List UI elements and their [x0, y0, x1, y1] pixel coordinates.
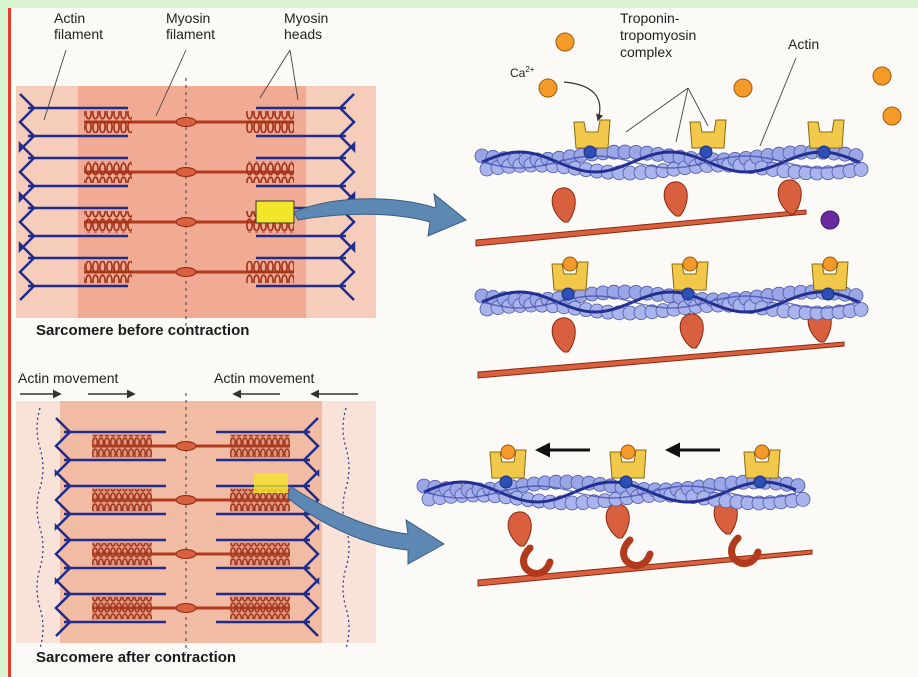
panel-calcium-bound — [475, 257, 868, 378]
panel-power-stroke-myosin-neck — [524, 548, 550, 573]
free-calcium-ion — [556, 33, 574, 51]
panel-calcium-bound-troponin-site — [822, 288, 834, 300]
panel-relaxed-myosin-rod — [476, 210, 806, 246]
panel-relaxed-troponin-site — [700, 146, 712, 158]
actin-label: Actin — [788, 36, 819, 52]
panel-calcium-bound-calcium-bound — [683, 257, 697, 271]
panel-relaxed-troponin-site — [818, 146, 830, 158]
before-myosin-center — [176, 218, 196, 227]
actin-movement-label-right: Actin movement — [214, 370, 314, 386]
after-myosin-center — [176, 442, 196, 451]
free-calcium-ion — [734, 79, 752, 97]
panel-power-stroke-calcium-bound — [755, 445, 769, 459]
panel-calcium-bound-troponin-site — [682, 288, 694, 300]
before-myosin-heads-left — [84, 161, 132, 183]
panel-relaxed-troponin-site — [584, 146, 596, 158]
after-myosin-shading-right — [230, 596, 290, 620]
panel-power-stroke-calcium-bound — [501, 445, 515, 459]
panel-power-stroke — [417, 445, 812, 586]
panel-relaxed — [475, 120, 868, 246]
before-myosin-heads-right — [246, 161, 294, 183]
panel-power-stroke-troponin-site — [620, 476, 632, 488]
before-myosin-center — [176, 268, 196, 277]
panel-power-stroke-myosin-head — [606, 504, 629, 538]
panel-relaxed-troponin — [808, 120, 844, 148]
caption-after-contraction: Sarcomere after contraction — [36, 650, 236, 666]
after-myosin-shading-left — [92, 434, 152, 458]
free-calcium-ion — [873, 67, 891, 85]
before-myosin-heads-left — [84, 211, 132, 233]
panel-relaxed-troponin — [574, 120, 610, 148]
troponin-leader-2 — [676, 88, 688, 142]
after-myosin-shading-right — [230, 542, 290, 566]
purple-ion — [821, 211, 839, 229]
panel-relaxed-troponin — [690, 120, 726, 148]
troponin-leader-1 — [626, 88, 688, 132]
panel-calcium-bound-calcium-bound — [823, 257, 837, 271]
before-myosin-heads-right — [246, 261, 294, 283]
free-calcium-ion — [883, 107, 901, 125]
sarcomere-after — [16, 393, 376, 653]
after-myosin-shading-left — [92, 488, 152, 512]
after-myosin-center — [176, 550, 196, 559]
calcium-ion-label: Ca2+ — [510, 62, 534, 81]
panel-relaxed-actin-bead — [854, 162, 868, 176]
panel-relaxed-myosin-head — [778, 180, 801, 214]
panel-calcium-bound-calcium-bound — [563, 257, 577, 271]
panel-relaxed-myosin-head — [552, 188, 575, 222]
muscle-contraction-diagram — [8, 8, 918, 677]
panel-calcium-bound-myosin-head — [552, 318, 575, 352]
panel-power-stroke-troponin-site — [754, 476, 766, 488]
actin-filament-label: Actinfilament — [54, 10, 103, 42]
free-calcium-ion — [539, 79, 557, 97]
after-myosin-shading-left — [92, 596, 152, 620]
troponin-leader-3 — [688, 88, 708, 126]
before-myosin-center — [176, 118, 196, 127]
molecular-panels — [417, 33, 901, 586]
after-myosin-shading-left — [92, 542, 152, 566]
panel-power-stroke-calcium-bound — [621, 445, 635, 459]
before-myosin-heads-left — [84, 111, 132, 133]
panel-power-stroke-myosin-head — [508, 512, 531, 546]
panel-relaxed-myosin-head — [664, 182, 687, 216]
after-myosin-shading-right — [230, 434, 290, 458]
calcium-binding-arrow — [564, 82, 600, 120]
sarcomere-before — [16, 78, 376, 326]
highlight-box-after — [254, 473, 288, 493]
after-myosin-center — [176, 604, 196, 613]
actin-movement-label-left: Actin movement — [18, 370, 118, 386]
caption-before-contraction: Sarcomere before contraction — [36, 323, 249, 339]
before-myosin-center — [176, 168, 196, 177]
before-myosin-heads-left — [84, 261, 132, 283]
panel-calcium-bound-myosin-head — [680, 314, 703, 348]
panel-power-stroke-troponin-site — [500, 476, 512, 488]
panel-power-stroke-actin-bead — [796, 492, 810, 506]
highlight-box-before — [256, 201, 294, 223]
panel-calcium-bound-actin-bead — [854, 302, 868, 316]
panel-calcium-bound-troponin-site — [562, 288, 574, 300]
before-myosin-heads-right — [246, 111, 294, 133]
panel-power-stroke-actin-bead — [791, 479, 805, 493]
panel-calcium-bound-myosin-rod — [478, 342, 844, 378]
actin-leader — [760, 58, 796, 146]
after-myosin-center — [176, 496, 196, 505]
panel-power-stroke-myosin-neck — [624, 540, 650, 565]
